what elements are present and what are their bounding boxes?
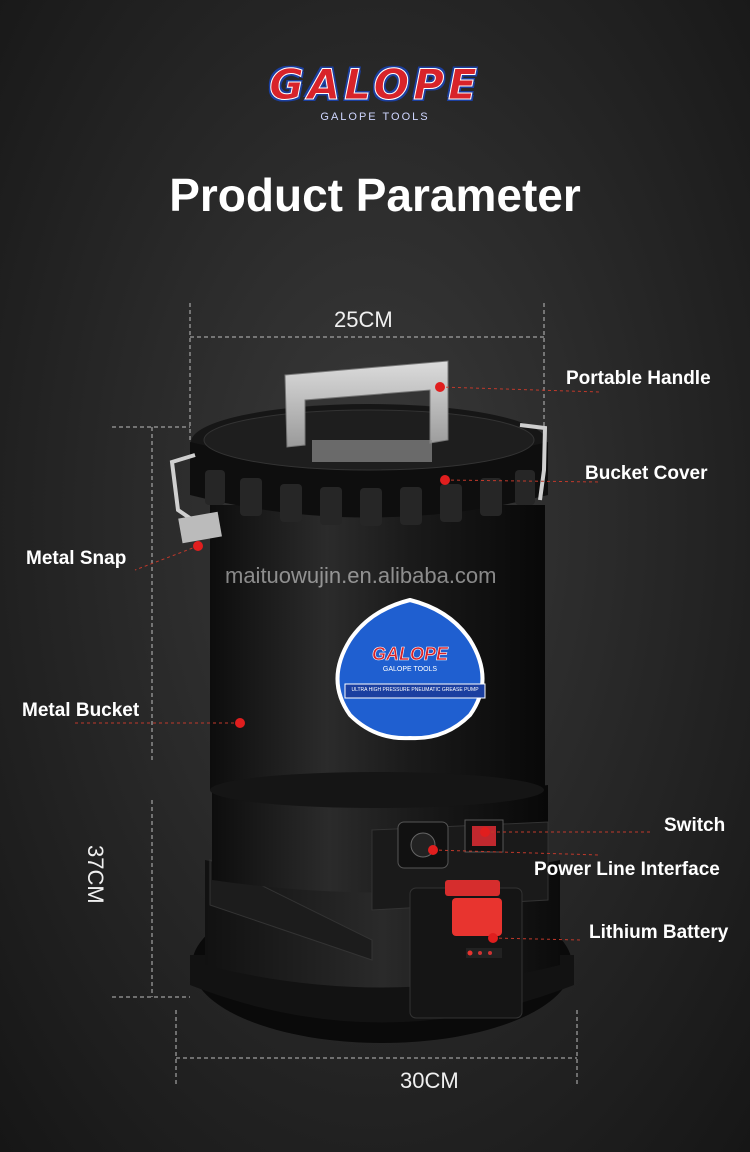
page-title: Product Parameter bbox=[169, 169, 581, 221]
brand-name: GALOPE bbox=[269, 60, 481, 110]
label-bucket-cover: Bucket Cover bbox=[585, 463, 708, 484]
watermark-text: maituowujin.en.alibaba.com bbox=[225, 563, 497, 588]
label-power-line-interface: Power Line Interface bbox=[534, 859, 720, 880]
brand-tagline: GALOPE TOOLS bbox=[320, 111, 430, 123]
width-top-dimension: 25CM bbox=[334, 307, 393, 332]
height-dimension: 37CM bbox=[83, 845, 108, 904]
label-portable-handle: Portable Handle bbox=[566, 368, 711, 389]
label-switch: Switch bbox=[664, 815, 726, 836]
dimension-lines bbox=[112, 303, 578, 1085]
badge-caption: ULTRA HIGH PRESSURE PNEUMATIC GREASE PUM… bbox=[351, 687, 479, 693]
label-metal-snap: Metal Snap bbox=[26, 548, 127, 569]
bucket-badge bbox=[335, 597, 486, 741]
label-lithium-battery: Lithium Battery bbox=[589, 922, 729, 943]
width-bottom-dimension: 30CM bbox=[400, 1068, 459, 1093]
brand-logo: GALOPE GALOPE TOOLS bbox=[0, 60, 750, 124]
badge-brand: GALOPE bbox=[371, 644, 449, 665]
badge-tagline: GALOPE TOOLS bbox=[382, 666, 438, 673]
label-metal-bucket: Metal Bucket bbox=[22, 700, 140, 721]
